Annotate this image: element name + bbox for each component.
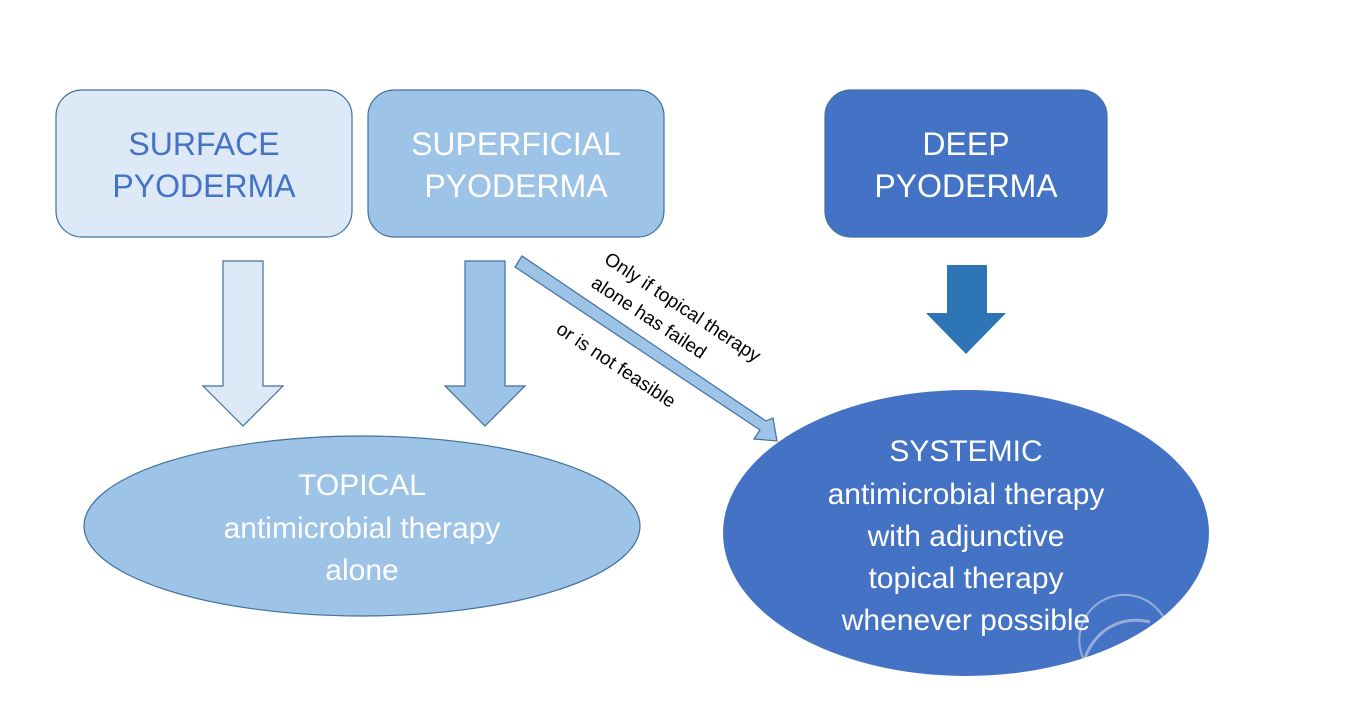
deep-pyoderma-box: DEEP PYODERMA — [824, 89, 1108, 238]
superficial-box-line1: SUPERFICIAL — [411, 126, 621, 162]
surface-pyoderma-box: SURFACE PYODERMA — [55, 89, 353, 238]
systemic-line4: topical therapy — [868, 562, 1063, 595]
deep-down-arrow-icon — [926, 265, 1006, 354]
watermark-logo-icon — [1078, 593, 1166, 661]
topical-therapy-ellipse: TOPICAL antimicrobial therapy alone — [83, 435, 641, 617]
diagonal-arrow-icon — [514, 255, 778, 442]
systemic-line1: SYSTEMIC — [889, 435, 1042, 468]
superficial-pyoderma-box: SUPERFICIAL PYODERMA — [367, 89, 665, 238]
topical-line1: TOPICAL — [298, 469, 426, 502]
systemic-line3: with adjunctive — [867, 520, 1065, 553]
systemic-therapy-ellipse: SYSTEMIC antimicrobial therapy with adju… — [723, 390, 1209, 676]
deep-box-line2: PYODERMA — [874, 168, 1058, 204]
surface-box-line1: SURFACE — [128, 126, 279, 162]
superficial-box-line2: PYODERMA — [424, 168, 608, 204]
deep-box-line1: DEEP — [922, 126, 1009, 162]
topical-line2: antimicrobial therapy — [224, 512, 501, 545]
surface-box-line2: PYODERMA — [112, 168, 296, 204]
surface-down-arrow-icon — [201, 260, 285, 427]
topical-line3: alone — [325, 554, 398, 587]
systemic-line2: antimicrobial therapy — [828, 478, 1105, 511]
superficial-down-arrow-icon — [443, 260, 527, 427]
systemic-line5: whenever possible — [841, 604, 1090, 637]
